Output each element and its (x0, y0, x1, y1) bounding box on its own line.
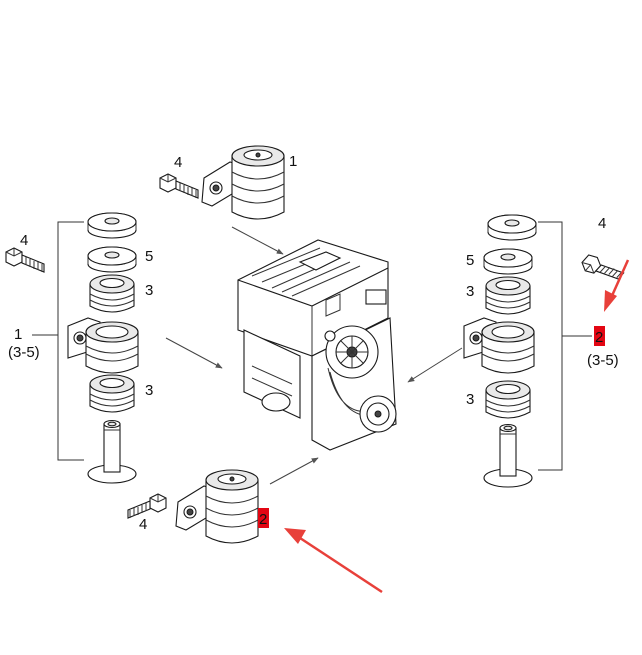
engine-icon (237, 239, 397, 451)
right-rubber-lower-icon (485, 380, 531, 419)
left-bracket-rubber-icon (67, 317, 139, 374)
right-group-bracket (538, 221, 563, 471)
right-bolt-label: 4 (598, 215, 606, 232)
right-rubber-upper-label: 3 (466, 283, 474, 300)
right-sleeve-icon (483, 423, 533, 488)
right-bracket-rubber-icon (463, 317, 535, 374)
right-group-part-highlight (594, 326, 605, 346)
left-rubber-upper-icon (89, 274, 135, 313)
bottom-mount-part-highlight (258, 508, 269, 528)
left-washer-icon (87, 212, 137, 239)
right-washer-label: 5 (466, 252, 474, 269)
right-washer-icon (487, 214, 537, 241)
left-group-part-label: 1 (14, 326, 22, 343)
bottom-engine-mount (175, 469, 259, 544)
right-rubber-upper-icon (485, 276, 531, 315)
callout-arrow-bottom (284, 528, 383, 594)
right-washer-small-icon (483, 248, 533, 275)
bottom-bolt-icon (127, 493, 167, 519)
bottom-mount-part-label: 2 (259, 511, 267, 528)
right-group-range-label: (3-5) (587, 352, 619, 369)
right-group-part-label: 2 (595, 329, 603, 346)
left-washer-small-icon (87, 246, 137, 273)
left-washer-label: 5 (145, 248, 153, 265)
top-mount-part-label: 1 (289, 153, 297, 170)
right-rubber-lower-label: 3 (466, 391, 474, 408)
top-bolt-label: 4 (174, 154, 182, 171)
left-group-range-label: (3-5) (8, 344, 40, 361)
left-group-bracket (57, 221, 84, 461)
left-rubber-lower-label: 3 (145, 382, 153, 399)
left-rubber-upper-label: 3 (145, 282, 153, 299)
top-bolt-icon (159, 173, 199, 199)
top-engine-mount (201, 145, 285, 220)
bottom-bolt-label: 4 (139, 516, 147, 533)
left-bolt-label: 4 (20, 232, 28, 249)
left-rubber-lower-icon (89, 374, 135, 413)
callout-arrow-right (604, 259, 630, 312)
left-sleeve-icon (87, 419, 137, 484)
left-bolt-icon (5, 247, 45, 273)
